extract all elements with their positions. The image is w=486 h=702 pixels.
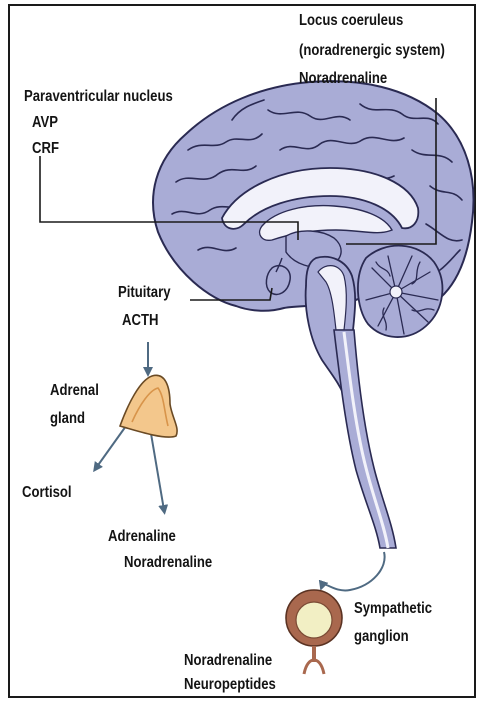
sympathetic-ganglion-drawing — [286, 590, 342, 674]
label-adrenaline: Adrenaline — [108, 526, 176, 548]
label-crf: CRF — [32, 138, 59, 160]
label-ganglion: ganglion — [354, 626, 409, 648]
label-noradrenaline-top: Noradrenaline — [299, 68, 387, 90]
label-pituitary: Pituitary — [118, 282, 170, 304]
label-cortisol: Cortisol — [22, 482, 72, 504]
label-noradrenaline-adrenal: Noradrenaline — [124, 552, 212, 574]
label-noradrenergic-system: (noradrenergic system) — [299, 40, 445, 62]
label-gland: gland — [50, 408, 85, 430]
label-acth: ACTH — [122, 310, 158, 332]
spinal-cord — [334, 330, 396, 548]
label-locus-coeruleus: Locus coeruleus — [299, 10, 403, 32]
label-avp: AVP — [32, 112, 58, 134]
label-adrenal: Adrenal — [50, 380, 99, 402]
label-paraventricular-nucleus: Paraventricular nucleus — [24, 86, 173, 108]
label-sympathetic: Sympathetic — [354, 598, 432, 620]
cerebellum — [358, 246, 442, 337]
adrenal-gland-drawing — [120, 375, 177, 437]
label-noradrenaline-bottom: Noradrenaline — [184, 650, 272, 672]
label-neuropeptides: Neuropeptides — [184, 674, 276, 696]
